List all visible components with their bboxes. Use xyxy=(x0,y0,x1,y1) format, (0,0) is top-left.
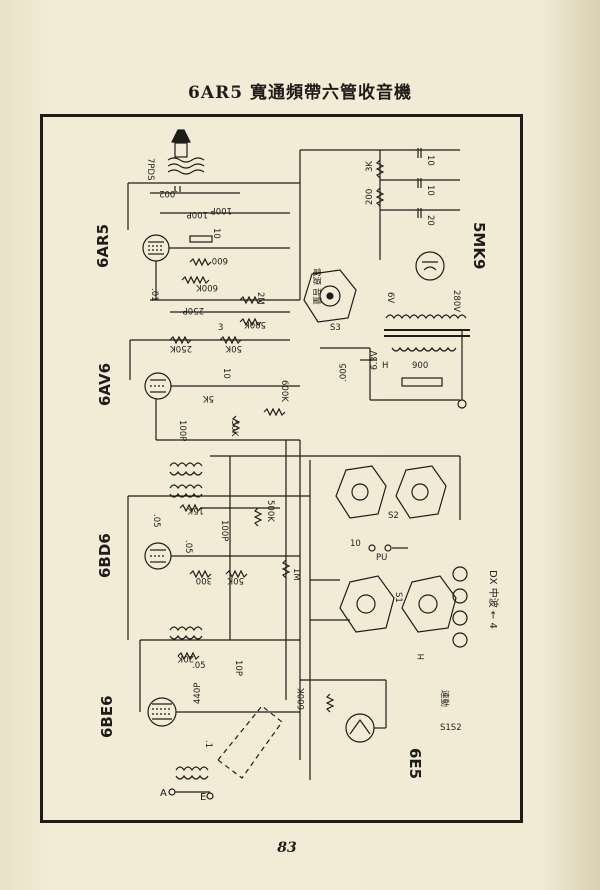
r500k-b-label: 500K xyxy=(265,500,275,522)
tube-5mk9 xyxy=(415,251,445,281)
s3-label: S3 xyxy=(330,323,341,333)
h2-label: H xyxy=(417,654,427,660)
schematic-frame xyxy=(40,114,523,823)
r600k-a-label: 600K xyxy=(196,282,218,292)
c05a-label: .05 xyxy=(151,514,161,528)
c10p-label: 10P xyxy=(233,660,243,676)
c10d-label: 10 xyxy=(425,185,435,196)
c1-label: .1 xyxy=(203,740,213,748)
page-number: 83 xyxy=(277,840,297,856)
c10b-label: 10 xyxy=(221,368,231,379)
c3-label: 3 xyxy=(218,323,223,333)
r3k-label: 3K xyxy=(365,161,375,172)
v280-label: 280V xyxy=(451,290,461,312)
switch-s1 xyxy=(339,575,457,633)
c005-label: .005 xyxy=(339,363,349,382)
tube-label-6be6: 6BE6 xyxy=(98,695,116,738)
diagram-title: 6AR5 寬通頻帶六管收音機 xyxy=(188,83,412,103)
r600k-c-label: 600K xyxy=(297,688,307,710)
tube-6bd6 xyxy=(144,542,172,570)
c05b-label: .05 xyxy=(183,540,193,554)
r250k-label: 250K xyxy=(170,343,192,353)
c900-label: 900 xyxy=(412,361,428,371)
c10c-label: 10 xyxy=(425,155,435,166)
switch-s2 xyxy=(335,465,447,519)
dx-band-label: DX 中波 ← 4 xyxy=(487,570,500,629)
r600-label: 600 xyxy=(212,255,228,265)
r50k-b-label: 50K xyxy=(229,420,239,437)
antenna-e-label: E xyxy=(200,792,206,803)
tube-6ar5 xyxy=(142,234,170,262)
tube-label-5mk9: 5MK9 xyxy=(470,222,488,269)
tube-6av6 xyxy=(144,372,172,400)
s2-label: S2 xyxy=(388,511,399,521)
tube-label-6e5: 6E5 xyxy=(406,748,424,779)
c20-label: 20 xyxy=(425,215,435,226)
r5k-label: 5K xyxy=(203,393,214,403)
c002-label: .002 xyxy=(159,188,178,198)
c10e-label: 10 xyxy=(350,539,361,549)
r2m-label: 2M xyxy=(255,292,265,305)
speaker-label: 7PDS xyxy=(145,158,155,180)
s1-label: S1 xyxy=(393,592,403,603)
r300-label: 300 xyxy=(196,575,212,585)
c100p-a-label: 100P xyxy=(187,209,208,219)
h1-label: H xyxy=(382,361,388,371)
tube-label-6ar5: 6AR5 xyxy=(94,224,112,268)
tube-label-6bd6: 6BD6 xyxy=(96,533,114,578)
r50k-c-label: 50K xyxy=(227,575,244,585)
r20k-label: 20K xyxy=(177,653,194,663)
band-coils xyxy=(452,566,468,648)
switch-s3 xyxy=(303,269,357,323)
c100p-d-label: 100P xyxy=(219,520,229,541)
r500k-a-label: 500K xyxy=(244,319,266,329)
s1s2-label: S1S2 xyxy=(440,723,462,733)
tube-label-6av6: 6AV6 xyxy=(96,363,114,406)
r50k-a-label: 50K xyxy=(225,343,242,353)
antenna-a-label: A xyxy=(160,788,167,799)
power-volume-label: 電源 音量 xyxy=(311,268,322,305)
tube-6be6 xyxy=(147,697,177,727)
c100p-b-label: 100P xyxy=(211,205,232,215)
v6-label: 6V xyxy=(385,292,395,303)
r200-label: 200 xyxy=(365,189,375,205)
c05c-label: .05 xyxy=(192,661,206,671)
speaker: 7PDS xyxy=(145,129,205,180)
c100p-c-label: 100P xyxy=(177,420,187,441)
motor-label: 連動 xyxy=(439,690,450,707)
r15k-label: 15K xyxy=(187,505,204,515)
tube-6e5 xyxy=(345,713,375,743)
c10a-label: 10 xyxy=(211,228,221,239)
pu-label: PU xyxy=(376,553,387,563)
r1m-label: 1M xyxy=(291,568,301,581)
c440p-label: 440P xyxy=(193,683,203,704)
power-transformer xyxy=(384,314,470,352)
r600k-b-label: 600K xyxy=(279,380,289,402)
c01-label: .01 xyxy=(149,288,159,302)
c250p-label: 250P xyxy=(183,305,204,315)
